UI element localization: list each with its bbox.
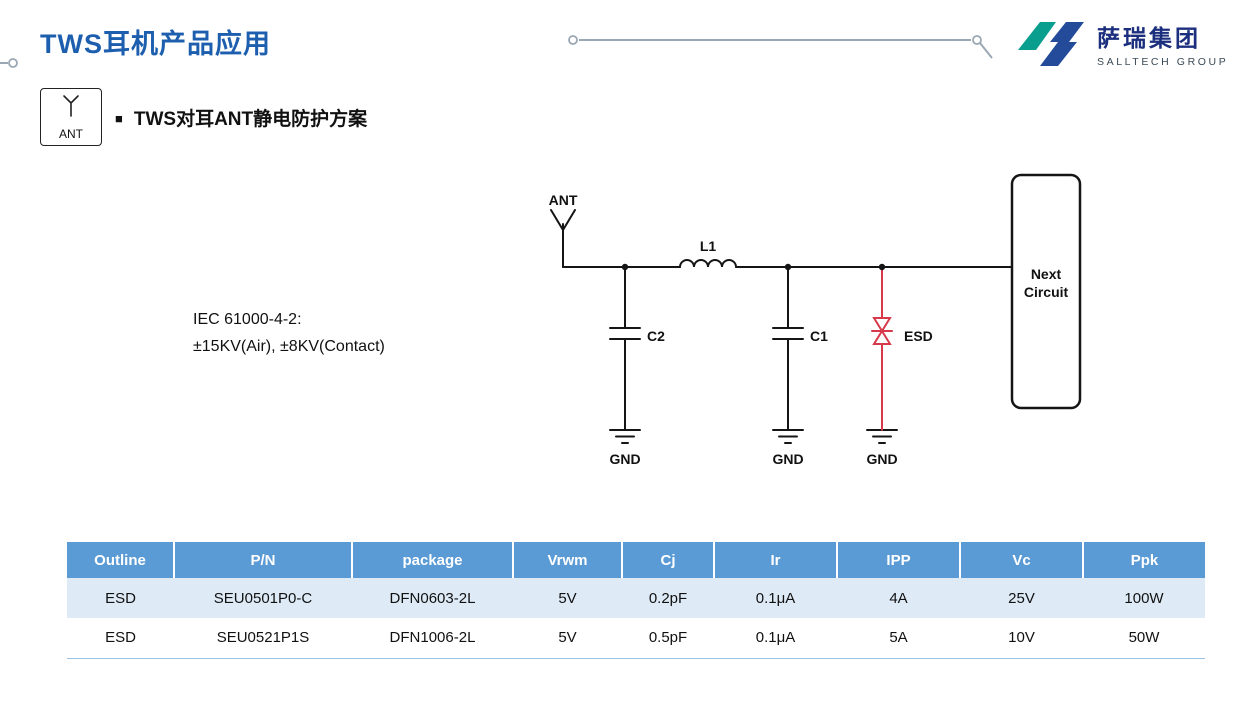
table-cell: 0.2pF bbox=[622, 578, 714, 618]
deco-circle-left bbox=[8, 58, 18, 68]
col-header-outline: Outline bbox=[67, 542, 175, 578]
salltech-logo-icon bbox=[1018, 22, 1084, 66]
table-cell: 4A bbox=[837, 578, 960, 618]
section-title: ■ TWS对耳ANT静电防护方案 bbox=[115, 104, 367, 131]
col-header-cj: Cj bbox=[622, 542, 715, 578]
deco-circle-mid bbox=[568, 35, 578, 45]
ground-symbol-c2 bbox=[609, 429, 641, 444]
col-header-pn: P/N bbox=[174, 542, 353, 578]
table-cell: 5V bbox=[513, 578, 622, 618]
table-row: ESD SEU0501P0-C DFN0603-2L 5V 0.2pF 0.1μ… bbox=[67, 578, 1205, 618]
ant-icon-box: ANT bbox=[40, 88, 102, 146]
antenna-symbol bbox=[550, 209, 576, 268]
table-row: ESD SEU0521P1S DFN1006-2L 5V 0.5pF 0.1μA… bbox=[67, 618, 1205, 659]
next-circuit-label-line2: Circuit bbox=[1024, 284, 1069, 300]
page-title: TWS耳机产品应用 bbox=[40, 29, 271, 59]
esd-diode-triangles bbox=[872, 317, 892, 345]
table-cell: SEU0501P0-C bbox=[174, 578, 352, 618]
next-circuit-label-line1: Next bbox=[1031, 266, 1062, 282]
table-cell: 0.1μA bbox=[714, 578, 837, 618]
col-header-vrwm: Vrwm bbox=[513, 542, 623, 578]
deco-circle-right bbox=[972, 35, 982, 45]
table-cell: 5V bbox=[513, 618, 622, 659]
iec-standard-note: IEC 61000-4-2: ±15KV(Air), ±8KV(Contact) bbox=[193, 306, 385, 360]
table-cell: 0.5pF bbox=[622, 618, 714, 659]
antenna-icon bbox=[63, 95, 79, 117]
gnd-label-3: GND bbox=[866, 451, 897, 467]
cap1-label: C1 bbox=[810, 328, 828, 344]
col-header-ppk: Ppk bbox=[1083, 542, 1205, 578]
circuit-diagram: ANT L1 C2 C1 ESD GND GND GND Next Circui… bbox=[549, 173, 1082, 467]
table-cell: ESD bbox=[67, 618, 174, 659]
ant-box-label: ANT bbox=[59, 127, 83, 141]
capacitor-c2-symbol bbox=[609, 266, 641, 431]
col-header-ir: Ir bbox=[714, 542, 838, 578]
cap2-label: C2 bbox=[647, 328, 665, 344]
gnd-label-1: GND bbox=[609, 451, 640, 467]
ground-symbol-esd bbox=[866, 429, 898, 444]
table-cell: DFN1006-2L bbox=[352, 618, 513, 659]
table-cell: DFN0603-2L bbox=[352, 578, 513, 618]
col-header-package: package bbox=[352, 542, 514, 578]
inductor-label: L1 bbox=[700, 238, 717, 254]
section-title-text: TWS对耳ANT静电防护方案 bbox=[133, 109, 368, 130]
logo-text: 萨瑞集团 SALLTECH GROUP bbox=[1097, 19, 1228, 68]
bullet-square: ■ bbox=[115, 111, 123, 126]
logo-teal-shape bbox=[1018, 22, 1056, 50]
table-cell: 50W bbox=[1083, 618, 1205, 659]
table-cell: SEU0521P1S bbox=[174, 618, 352, 659]
logo-subtitle: SALLTECH GROUP bbox=[1097, 55, 1229, 68]
logo-blue-shape bbox=[1040, 22, 1084, 66]
junction-dot-c1 bbox=[784, 263, 792, 271]
junction-dot-esd bbox=[878, 263, 886, 271]
esd-tvs-diode-symbol bbox=[871, 266, 893, 431]
iec-line2: ±15KV(Air), ±8KV(Contact) bbox=[193, 338, 385, 356]
logo-name: 萨瑞集团 bbox=[1097, 24, 1201, 51]
table-cell: 25V bbox=[960, 578, 1083, 618]
company-logo: 萨瑞集团 SALLTECH GROUP bbox=[1014, 18, 1228, 68]
next-circuit-box bbox=[1010, 173, 1082, 410]
col-header-vc: Vc bbox=[960, 542, 1084, 578]
table-header-row: Outline P/N package Vrwm Cj Ir IPP Vc Pp… bbox=[67, 542, 1205, 578]
deco-line-diagonal bbox=[979, 42, 993, 59]
capacitor-c1-symbol bbox=[772, 266, 804, 431]
ground-symbol-c1 bbox=[772, 429, 804, 444]
table-cell: 10V bbox=[960, 618, 1083, 659]
junction-dot-c2 bbox=[621, 263, 629, 271]
table-cell: ESD bbox=[67, 578, 174, 618]
inductor-symbol bbox=[679, 259, 737, 268]
spec-table: Outline P/N package Vrwm Cj Ir IPP Vc Pp… bbox=[67, 542, 1205, 659]
table-cell: 5A bbox=[837, 618, 960, 659]
ant-label: ANT bbox=[549, 192, 578, 208]
table-cell: 0.1μA bbox=[714, 618, 837, 659]
gnd-label-2: GND bbox=[772, 451, 803, 467]
table-cell: 100W bbox=[1083, 578, 1205, 618]
iec-line1: IEC 61000-4-2: bbox=[193, 311, 302, 328]
col-header-ipp: IPP bbox=[837, 542, 961, 578]
esd-label: ESD bbox=[904, 328, 933, 344]
